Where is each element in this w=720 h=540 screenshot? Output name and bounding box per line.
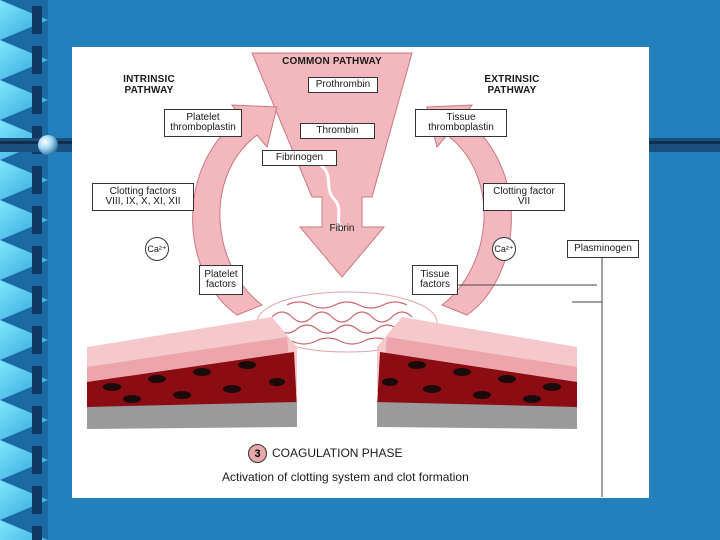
calcium-left: Ca²⁺ [145,237,169,261]
border-bar [32,86,42,114]
extrinsic-pathway-header: EXTRINSIC PATHWAY [477,75,547,96]
plasminogen-box: Plasminogen [567,240,639,258]
common-pathway-header: COMMON PATHWAY [267,57,397,68]
tissue-thromboplastin-box: Tissue thromboplastin [415,109,507,137]
clotting-factor-extrinsic-box: Clotting factor VII [483,183,565,211]
border-bar [32,6,42,34]
border-bar [32,246,42,274]
coagulation-illustration [72,47,649,498]
border-bar [32,286,42,314]
border-bar [32,46,42,74]
border-bar [32,526,42,540]
clotting-factors-intrinsic-box: Clotting factors VIII, IX, X, XI, XII [92,183,194,211]
calcium-right: Ca²⁺ [492,237,516,261]
border-bar [32,166,42,194]
platelet-factors-box: Platelet factors [199,265,243,295]
fibrin-label: Fibrin [322,224,362,235]
border-bar [32,326,42,354]
border-bar [32,406,42,434]
border-bar [32,446,42,474]
fibrinogen-box: Fibrinogen [262,150,337,166]
prothrombin-box: Prothrombin [308,77,378,93]
thrombin-box: Thrombin [300,123,375,139]
caption-subtitle: Activation of clotting system and clot f… [222,471,469,484]
phase-number-badge: 3 [248,444,267,463]
tissue-factors-box: Tissue factors [412,265,458,295]
intrinsic-pathway-header: INTRINSIC PATHWAY [114,75,184,96]
border-bar [32,206,42,234]
left-border-pattern [0,0,48,540]
decorative-bullet [38,135,58,155]
platelet-thromboplastin-box: Platelet thromboplastin [164,109,242,137]
border-bar [32,366,42,394]
border-bar [32,486,42,514]
coagulation-figure: COMMON PATHWAY INTRINSIC PATHWAY EXTRINS… [72,47,649,498]
caption-title: COAGULATION PHASE [272,447,402,460]
